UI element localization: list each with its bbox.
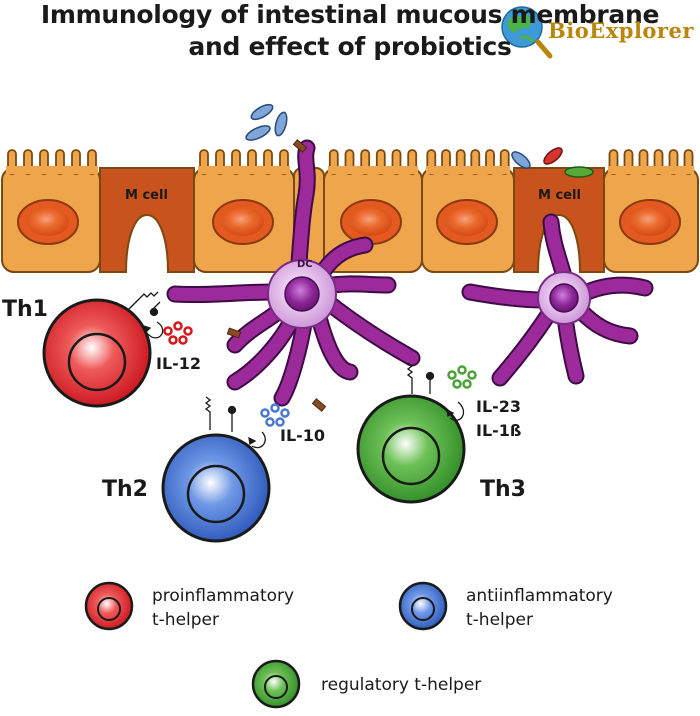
bacterium-blue (250, 103, 274, 121)
th1-cell (42, 298, 152, 408)
bacteria (245, 103, 594, 178)
legend-antiinflammatory-line1: antiinflammatory (466, 586, 613, 606)
receptor (292, 139, 308, 153)
microvilli (6, 149, 694, 175)
cell-apical-fill (198, 166, 290, 174)
epithelial-cell (1, 167, 101, 273)
m-cell-left (99, 167, 195, 273)
legend-antiinflammatory: antiinflammatory t-helper (466, 584, 613, 632)
th2-cell (161, 433, 271, 543)
cell-apical-fill (426, 166, 510, 174)
globe-magnifier-icon (501, 6, 553, 59)
cytokines-il23 (447, 365, 477, 389)
cell-apical-fill (608, 166, 694, 174)
watermark-text: BioExplorer (548, 18, 694, 43)
cytokines-il12 (163, 321, 193, 345)
bacterium-green (564, 166, 594, 178)
cell-apical-fill (6, 166, 98, 174)
legend-proinflammatory: proinflammatory t-helper (152, 584, 294, 632)
bacterium-blue (245, 125, 271, 141)
receptor (311, 398, 327, 412)
m-cell-right (513, 167, 605, 273)
cytokines-il10 (260, 403, 290, 427)
epithelial-cell (193, 167, 295, 273)
epithelial-cell (603, 167, 699, 273)
legend-symbol-regulatory (251, 659, 301, 709)
il12-label: IL-12 (156, 354, 202, 373)
bacterium-red (543, 147, 563, 165)
legend-symbol-antiinflammatory (398, 581, 448, 631)
il23-label: IL-23 (476, 397, 522, 416)
il1b-label: IL-1ß (476, 421, 522, 440)
legend-proinflammatory-line2: t-helper (152, 610, 219, 630)
legend-symbol-proinflammatory (84, 581, 134, 631)
dendritic-cell-main (166, 139, 421, 412)
synapse-connectors (127, 291, 465, 449)
m-cell-left-label: M cell (125, 188, 168, 203)
bacterium-blue (274, 111, 288, 137)
legend-antiinflammatory-line2: t-helper (466, 610, 533, 630)
th3-cell (356, 394, 466, 504)
legend-proinflammatory-line1: proinflammatory (152, 586, 295, 606)
m-cell-right-label: M cell (538, 188, 581, 203)
th2-label: Th2 (102, 477, 148, 502)
dendritic-cell-right (461, 213, 654, 387)
receptor (226, 327, 242, 339)
legend-regulatory-line1: regulatory t-helper (321, 675, 482, 695)
th1-label: Th1 (2, 297, 48, 322)
th3-label: Th3 (480, 477, 526, 502)
title-line-1: Immunology of intestinal mucous membrane (40, 0, 660, 29)
cell-apical-fill (328, 166, 418, 174)
legend-regulatory: regulatory t-helper (321, 673, 481, 697)
dc-label: DC (297, 259, 313, 270)
il10-label: IL-10 (280, 426, 326, 445)
epithelial-cell (421, 167, 515, 273)
bacterium-blue (511, 151, 531, 169)
title-line-2: and effect of probiotics (188, 32, 512, 61)
